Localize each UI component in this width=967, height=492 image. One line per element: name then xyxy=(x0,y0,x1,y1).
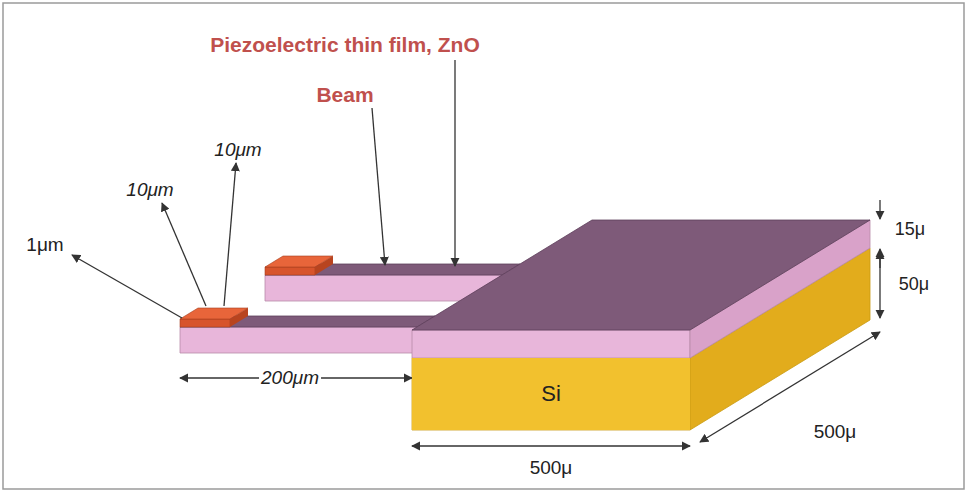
dimension-label: 10μm xyxy=(212,140,263,161)
dimension-label: 10μm xyxy=(124,180,175,201)
dimension-lines xyxy=(180,200,880,446)
front-beam xyxy=(180,308,435,353)
dimension-label: 15μ xyxy=(893,220,927,240)
material-callout: Piezoelectric thin film, ZnO xyxy=(208,33,482,56)
dimension-label: 500μ xyxy=(528,458,575,479)
dimension-label: 200μm xyxy=(259,368,321,389)
dimension-label: 500μ xyxy=(812,422,859,443)
part-callout: Beam xyxy=(314,83,375,106)
frame xyxy=(3,3,964,489)
material-label: Si xyxy=(541,381,561,407)
dimension-label: 1μm xyxy=(24,235,65,256)
silicon-block: Si xyxy=(412,358,690,430)
silicon-pad xyxy=(412,220,870,430)
dimension-label: 50μ xyxy=(897,275,931,295)
leader-lines xyxy=(72,60,455,318)
